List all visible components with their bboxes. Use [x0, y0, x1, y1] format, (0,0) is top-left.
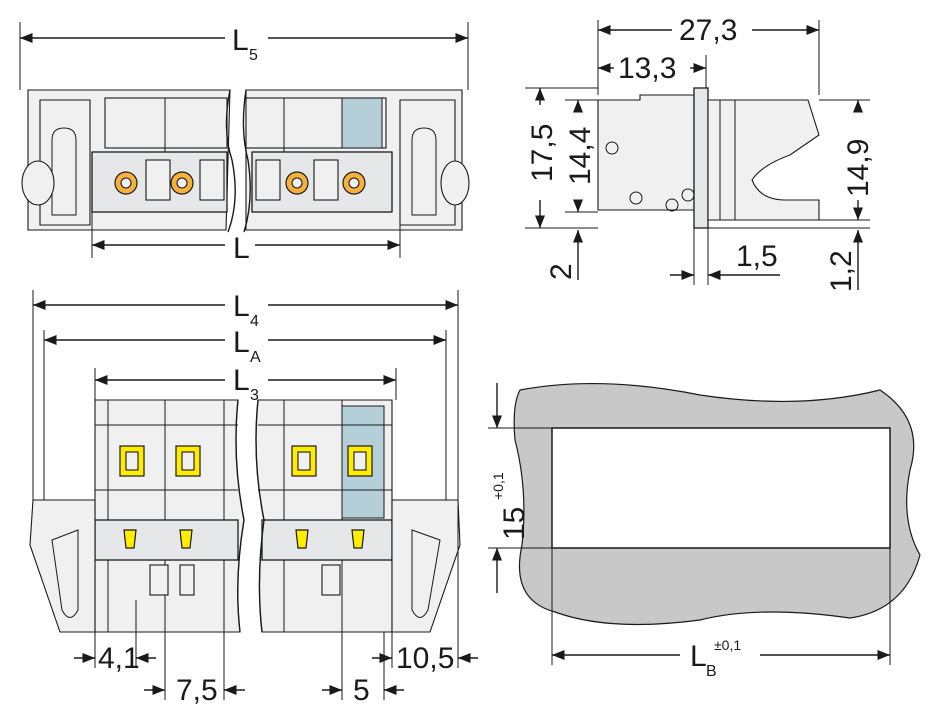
top-view: L 5 — [19, 22, 470, 265]
side-plug — [707, 99, 820, 221]
height-14-4-label: 14,4 — [564, 127, 597, 185]
break-line-right — [242, 89, 251, 233]
panel-cutout — [551, 427, 891, 549]
break-line-left — [225, 89, 236, 233]
height-17-5-label: 17,5 — [526, 124, 559, 182]
l5-label: L — [232, 24, 249, 57]
flange-1-2-label: 1,2 — [825, 250, 858, 292]
l5-subscript: 5 — [249, 47, 258, 64]
release-button-1 — [119, 445, 145, 477]
l-label: L — [233, 232, 250, 265]
lb-tolerance: ±0,1 — [714, 637, 741, 653]
l4-label: L — [233, 290, 250, 323]
marker-strip-top — [341, 97, 383, 149]
la-label: L — [233, 326, 250, 359]
lb-label: L — [690, 640, 707, 673]
side-housing — [597, 94, 695, 211]
pitch-7-5-label: 7,5 — [176, 674, 218, 707]
cutout-height-tolerance: +0,1 — [490, 472, 506, 500]
lb-subscript: B — [706, 663, 717, 680]
cutout-height-label: 15 — [498, 507, 531, 540]
pitch-5-label: 5 — [353, 674, 370, 707]
flange-2-label: 2 — [545, 263, 578, 280]
front-housing-left — [94, 399, 245, 633]
side-flange — [693, 87, 709, 229]
panel-cutout-view: 15 +0,1 L B ±0,1 — [488, 382, 921, 680]
width-13-3-label: 13,3 — [618, 52, 676, 85]
top-housing-top-left — [104, 97, 228, 149]
l3-subscript: 3 — [250, 387, 259, 404]
la-subscript: A — [250, 349, 261, 366]
end-10-5-label: 10,5 — [396, 642, 454, 675]
release-button-2 — [175, 445, 201, 477]
l4-subscript: 4 — [250, 313, 259, 330]
height-14-9-label: 14,9 — [842, 139, 875, 197]
width-27-3-label: 27,3 — [679, 14, 737, 47]
flange-1-5-label: 1,5 — [736, 240, 778, 273]
l3-label: L — [233, 364, 250, 397]
right-latch — [391, 499, 461, 633]
side-view: 27,3 13,3 17,5 14,4 14,9 — [525, 14, 875, 292]
left-latch — [29, 499, 96, 633]
front-view: L 4 L A L 3 — [29, 290, 478, 707]
pitch-4-1-label: 4,1 — [98, 642, 140, 675]
